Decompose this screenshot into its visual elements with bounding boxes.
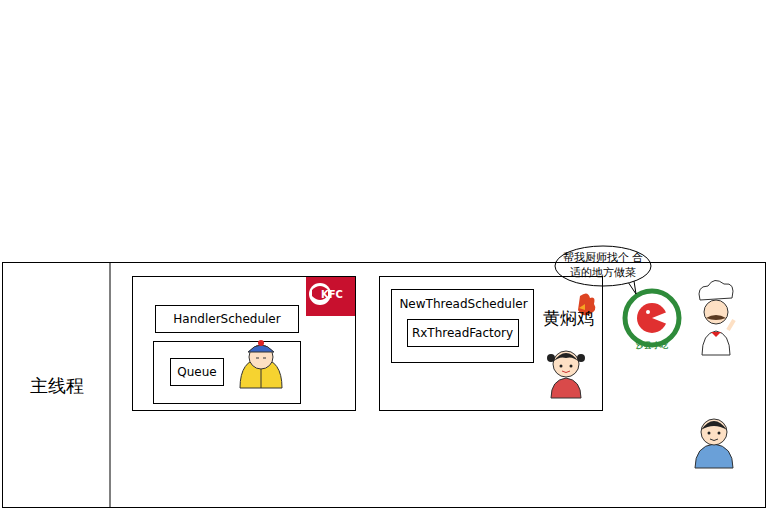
speech-bubble: [555, 246, 651, 294]
node-label: RxThreadFactory: [408, 320, 518, 346]
scheduler-box: HandlerScheduler: [155, 305, 299, 333]
scheduler-box: KFC HandlerSchedulerQueue: [132, 276, 356, 411]
scheduler-box: Queue: [170, 358, 224, 386]
node-label: KFC: [307, 282, 357, 306]
kfc-logo: [306, 276, 356, 316]
queue-container: [154, 342, 301, 404]
node-label: 黄焖鸡: [538, 305, 598, 331]
node-label: NewThreadScheduler: [392, 295, 535, 313]
scheduler-box: 黄焖鸡NewThreadSchedulerRxThreadFactory: [379, 276, 603, 411]
logo-text: 沙县小吃: [624, 340, 680, 352]
scheduler-box: NewThreadSchedulerRxThreadFactory: [391, 289, 534, 363]
table-divider: [110, 262, 111, 508]
scheduler-box: 主线程 KFC HandlerSchedulerQueue 黄焖鸡NewThreadS…: [2, 262, 766, 508]
speech-bubble-box: 帮我厨师找个 合适的地方做菜: [558, 248, 648, 284]
boy-figure: [695, 419, 733, 468]
node-label: 主线程: [3, 263, 111, 509]
girl-figure: [547, 351, 585, 398]
emperor-figure: [240, 340, 282, 388]
shaxian-logo: [625, 291, 679, 345]
node-label: Queue: [171, 359, 223, 385]
node-label: HandlerScheduler: [156, 306, 298, 332]
chef-figure: [699, 280, 734, 355]
node-label: 帮我厨师找个 合适的地方做菜: [558, 248, 648, 284]
scheduler-box: RxThreadFactory: [407, 319, 519, 347]
